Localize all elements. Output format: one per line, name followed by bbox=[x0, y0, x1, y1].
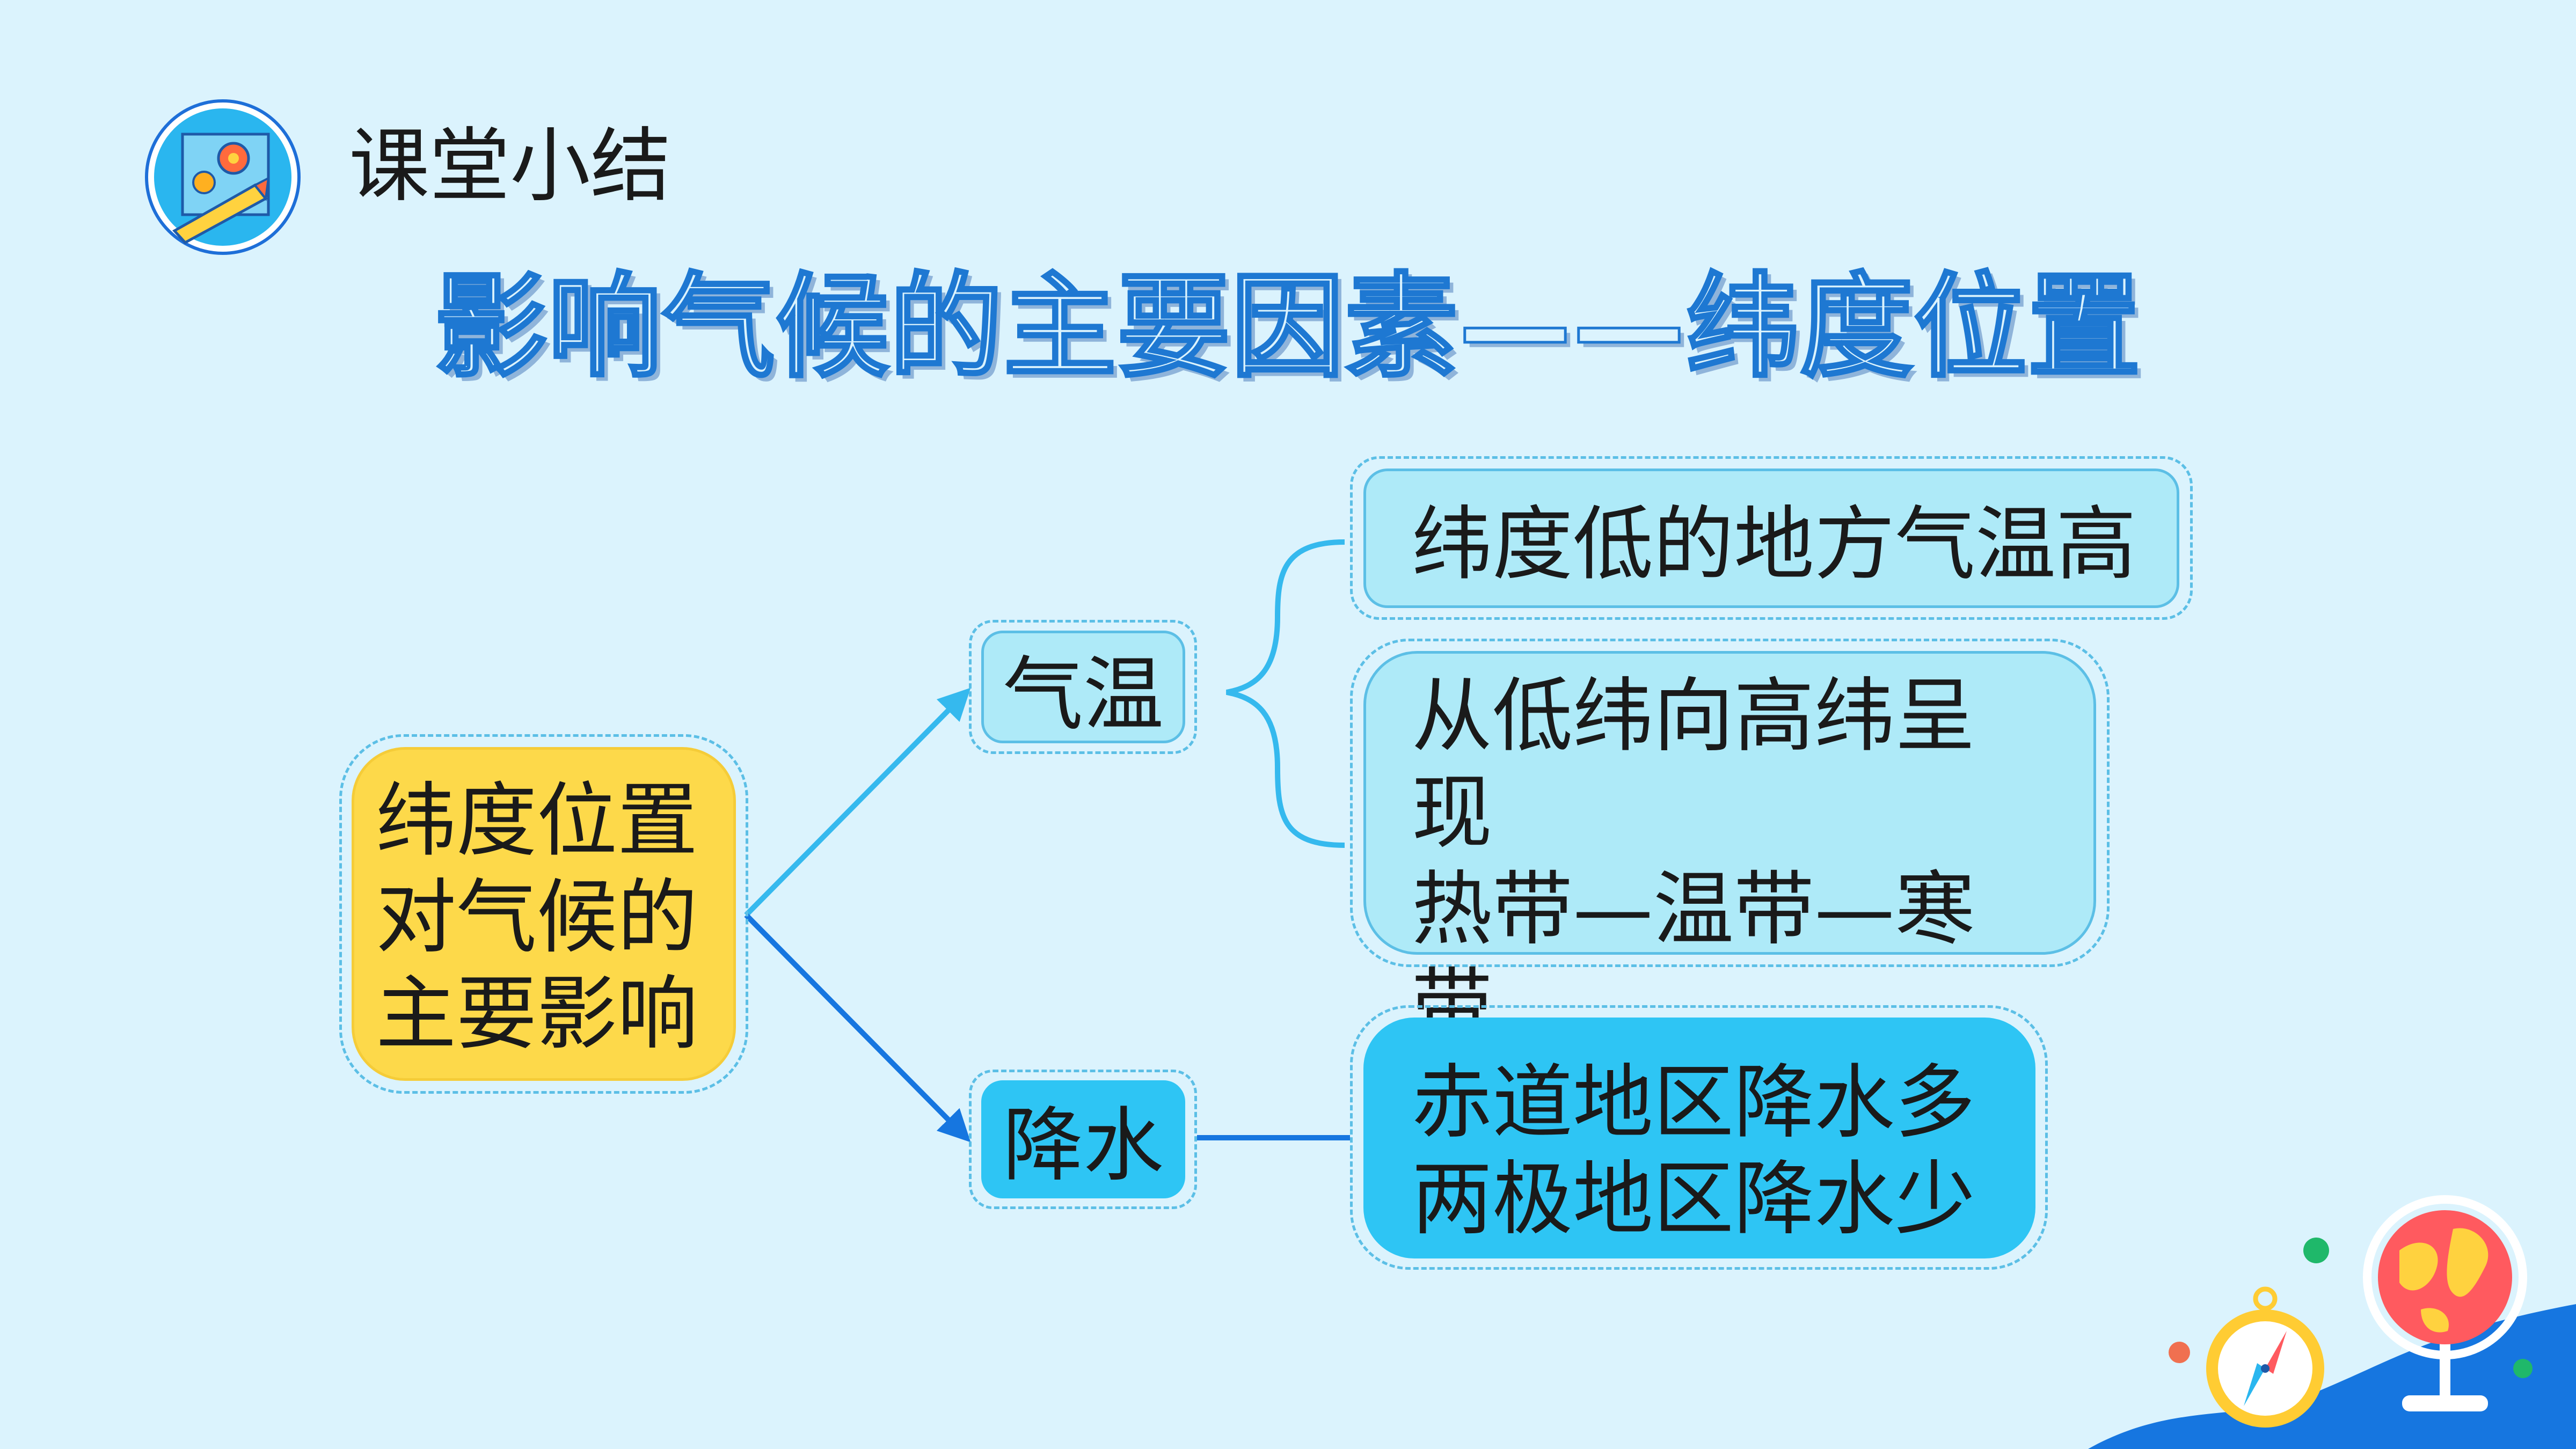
root-node-frame bbox=[339, 734, 748, 1094]
gear-pencil-icon bbox=[145, 99, 301, 255]
arrow-to-precipitation bbox=[744, 913, 971, 1143]
brace-connector bbox=[1226, 539, 1345, 848]
temperature-detail-2 bbox=[1363, 651, 2096, 955]
precipitation-detail-frame bbox=[1350, 1005, 2048, 1270]
root-line: 主要影响 bbox=[376, 968, 698, 1061]
compass-icon bbox=[2206, 1286, 2324, 1428]
detail-line: 从低纬向高纬呈 bbox=[1412, 670, 1976, 763]
section-title: 课堂小结 bbox=[349, 120, 672, 213]
root-line: 纬度位置 bbox=[376, 774, 698, 868]
page-title: 影响气候的主要因素——纬度位置 bbox=[433, 261, 2142, 393]
precipitation-node-frame bbox=[969, 1070, 1197, 1209]
temperature-node bbox=[981, 631, 1185, 743]
root-line: 对气候的 bbox=[376, 871, 698, 964]
temperature-label: 气温 bbox=[1002, 648, 1164, 742]
temperature-detail-1-text: 纬度低的地方气温高 bbox=[1412, 498, 2137, 591]
detail-line: 两极地区降水少 bbox=[1412, 1153, 1976, 1246]
decoration-corner bbox=[2088, 1195, 2576, 1449]
precipitation-detail-text: 赤道地区降水多 两极地区降水少 bbox=[1412, 1055, 2024, 1248]
temperature-detail-1-frame bbox=[1350, 456, 2193, 620]
root-node bbox=[352, 747, 736, 1081]
precipitation-label: 降水 bbox=[1002, 1099, 1164, 1192]
globe-icon bbox=[2363, 1195, 2527, 1411]
detail-line: 现 bbox=[1412, 766, 1493, 860]
temperature-detail-1 bbox=[1363, 469, 2179, 608]
temperature-detail-2-text: 从低纬向高纬呈 现 热带—温带—寒 带 bbox=[1412, 668, 2024, 1055]
temperature-node-frame bbox=[969, 620, 1197, 754]
temperature-detail-2-frame bbox=[1350, 639, 2110, 967]
precipitation-node bbox=[981, 1080, 1185, 1198]
detail-line: 热带—温带—寒 bbox=[1412, 863, 1976, 956]
arrow-to-temperature bbox=[744, 687, 971, 917]
precipitation-detail bbox=[1363, 1018, 2035, 1258]
root-node-text: 纬度位置 对气候的 主要影响 bbox=[376, 773, 719, 1063]
detail-line: 赤道地区降水多 bbox=[1412, 1056, 1976, 1150]
